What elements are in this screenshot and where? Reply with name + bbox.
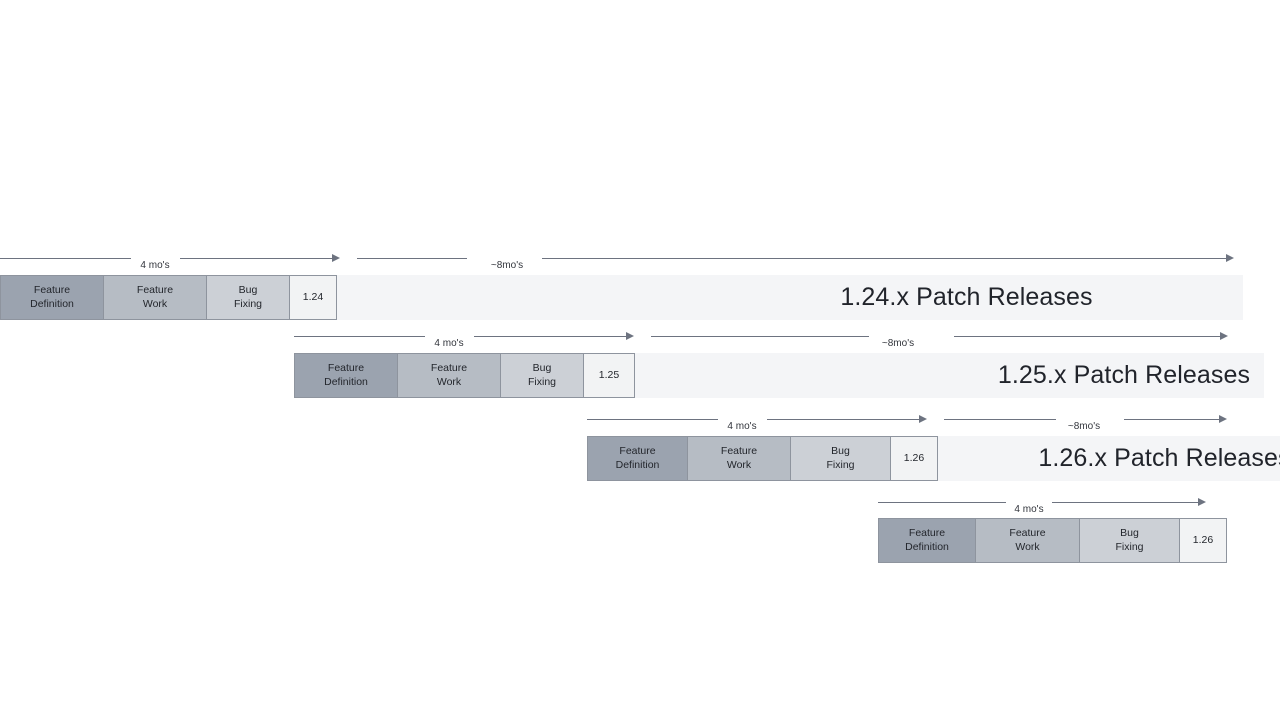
phase-label-line1: Feature (136, 283, 174, 296)
phase-version-marker: 1.25 (583, 353, 635, 398)
phase-label-line1: Feature (720, 444, 758, 457)
phase-label-line1: Feature (1009, 526, 1046, 539)
phase-label-line2: Definition (615, 458, 660, 471)
patch-duration-arrow-1-24: ~8mo's (357, 249, 1235, 271)
phase-feature-definition: Feature Definition (0, 275, 104, 320)
phase-strip-1-26: Feature Definition Feature Work Bug Fixi… (587, 436, 938, 481)
arrow-line-left (651, 336, 869, 337)
phase-feature-work: Feature Work (103, 275, 207, 320)
dev-duration-arrow-1-26: 4 mo's (587, 410, 929, 432)
arrow-line-right (542, 258, 1226, 259)
arrow-head-icon (1219, 414, 1227, 423)
phase-feature-definition: Feature Definition (878, 518, 976, 563)
arrow-line-right (1124, 419, 1219, 420)
arrow-line-right (180, 258, 332, 259)
arrow-head-icon (919, 414, 927, 423)
patch-duration-arrow-1-26: ~8mo's (944, 410, 1235, 432)
arrow-line-right (1052, 502, 1198, 503)
arrow-head-icon (1226, 253, 1234, 262)
arrow-line-left (587, 419, 718, 420)
phase-feature-definition: Feature Definition (587, 436, 688, 481)
arrow-head-icon (1198, 497, 1206, 506)
patch-duration-arrow-1-25: ~8mo's (651, 327, 1229, 349)
version-label: 1.25 (598, 368, 620, 381)
phase-label-line2: Fixing (826, 458, 855, 471)
patch-duration-label: ~8mo's (881, 338, 915, 349)
dev-duration-arrow-1-26-next: 4 mo's (878, 493, 1208, 515)
phase-label-line2: Definition (324, 375, 368, 388)
phase-label-line1: Bug (1120, 526, 1139, 539)
phase-strip-1-26-next: Feature Definition Feature Work Bug Fixi… (878, 518, 1227, 563)
phase-label-line2: Definition (30, 297, 74, 310)
patch-release-label: 1.24.x Patch Releases (840, 283, 1093, 311)
patch-duration-label: ~8mo's (1067, 421, 1101, 432)
phase-label-line2: Work (436, 375, 462, 388)
phase-label-line2: Work (142, 297, 168, 310)
arrow-line-right (954, 336, 1220, 337)
phase-feature-definition: Feature Definition (294, 353, 398, 398)
arrow-head-icon (332, 253, 340, 262)
phase-label-line1: Feature (619, 444, 656, 457)
phase-feature-work: Feature Work (397, 353, 501, 398)
phase-label-line2: Fixing (1115, 540, 1144, 553)
version-label: 1.24 (302, 290, 324, 303)
phase-bug-fixing: Bug Fixing (1079, 518, 1180, 563)
phase-label-line1: Bug (831, 444, 850, 457)
dev-duration-arrow-1-25: 4 mo's (294, 327, 636, 349)
phase-bug-fixing: Bug Fixing (500, 353, 584, 398)
phase-label-line1: Bug (238, 283, 258, 296)
phase-version-marker: 1.24 (289, 275, 337, 320)
phase-feature-work: Feature Work (687, 436, 791, 481)
arrow-line-left (357, 258, 467, 259)
phase-label-line2: Work (726, 458, 752, 471)
phase-label-line2: Work (1015, 540, 1040, 553)
phase-label-line1: Bug (532, 361, 552, 374)
phase-label-line2: Definition (905, 540, 949, 553)
dev-duration-arrow-1-24: 4 mo's (0, 249, 342, 271)
arrow-line-left (0, 258, 131, 259)
arrow-line-right (767, 419, 919, 420)
phase-label-line1: Feature (908, 526, 946, 539)
phase-label-line1: Feature (327, 361, 365, 374)
phase-version-marker: 1.26 (1179, 518, 1227, 563)
arrow-line-left (944, 419, 1056, 420)
arrow-line-left (878, 502, 1006, 503)
phase-bug-fixing: Bug Fixing (206, 275, 290, 320)
arrow-head-icon (1220, 331, 1228, 340)
version-label: 1.26 (1192, 533, 1214, 546)
phase-version-marker: 1.26 (890, 436, 938, 481)
phase-label-line1: Feature (430, 361, 468, 374)
arrow-line-right (474, 336, 626, 337)
dev-duration-label: 4 mo's (434, 338, 464, 349)
phase-label-line2: Fixing (233, 297, 262, 310)
phase-feature-work: Feature Work (975, 518, 1080, 563)
patch-release-label: 1.26.x Patch Releases (1038, 444, 1280, 472)
phase-label-line1: Feature (33, 283, 71, 296)
arrow-line-left (294, 336, 425, 337)
dev-duration-label: 4 mo's (1014, 504, 1044, 515)
phase-strip-1-24: Feature Definition Feature Work Bug Fixi… (0, 275, 337, 320)
arrow-head-icon (626, 331, 634, 340)
phase-bug-fixing: Bug Fixing (790, 436, 891, 481)
dev-duration-label: 4 mo's (727, 421, 757, 432)
dev-duration-label: 4 mo's (140, 260, 170, 271)
version-label: 1.26 (903, 451, 925, 464)
patch-duration-label: ~8mo's (490, 260, 524, 271)
phase-strip-1-25: Feature Definition Feature Work Bug Fixi… (294, 353, 635, 398)
phase-label-line2: Fixing (527, 375, 556, 388)
patch-release-label: 1.25.x Patch Releases (997, 361, 1251, 389)
